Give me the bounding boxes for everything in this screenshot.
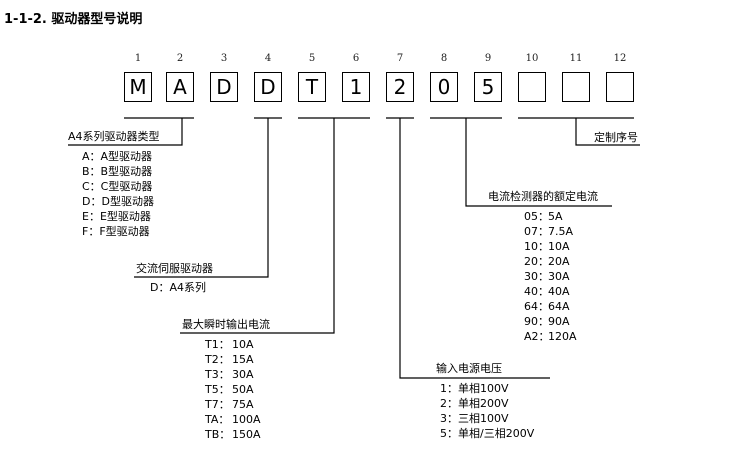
peak-current-code: TB： <box>205 428 231 441</box>
detector-code: 40： <box>524 285 549 298</box>
position-number: 2 <box>176 53 184 64</box>
code-box: 0 <box>430 72 458 102</box>
voltage-item: 5：单相/三相200V <box>440 427 535 440</box>
peak-current-value: 75A <box>232 398 254 411</box>
voltage-item: 1：单相100V <box>440 382 509 395</box>
peak-current-value: 50A <box>232 383 254 396</box>
position-number: 5 <box>308 53 316 64</box>
detector-value: 30A <box>548 270 570 283</box>
detector-value: 120A <box>548 330 577 343</box>
voltage-item: 2：单相200V <box>440 397 509 410</box>
peak-current-value: 150A <box>232 428 261 441</box>
peak-current-title: 最大瞬时输出电流 <box>182 318 270 331</box>
servo-item: D：A4系列 <box>150 281 206 294</box>
position-number: 3 <box>220 53 228 64</box>
position-number: 1 <box>134 53 142 64</box>
custom-title: 定制序号 <box>594 131 638 144</box>
position-number: 7 <box>396 53 404 64</box>
detector-value: 40A <box>548 285 570 298</box>
code-box: T <box>298 72 326 102</box>
position-number: 11 <box>569 53 583 64</box>
detector-code: 90： <box>524 315 549 328</box>
detector-code: A2： <box>524 330 550 343</box>
peak-current-code: T2： <box>205 353 230 366</box>
detector-value: 90A <box>548 315 570 328</box>
detector-code: 07： <box>524 225 549 238</box>
series-type-item: D：D型驱动器 <box>82 195 154 208</box>
detector-value: 20A <box>548 255 570 268</box>
code-box: A <box>166 72 194 102</box>
servo-title: 交流伺服驱动器 <box>136 262 213 275</box>
detector-code: 64： <box>524 300 549 313</box>
peak-current-value: 10A <box>232 338 254 351</box>
position-number: 10 <box>525 53 539 64</box>
detector-code: 20： <box>524 255 549 268</box>
peak-current-code: T3： <box>205 368 230 381</box>
peak-current-code: TA： <box>205 413 230 426</box>
voltage-title: 输入电源电压 <box>436 362 502 375</box>
detector-value: 10A <box>548 240 570 253</box>
code-box: D <box>210 72 238 102</box>
peak-current-value: 100A <box>232 413 261 426</box>
position-number: 4 <box>264 53 272 64</box>
series-type-title: A4系列驱动器类型 <box>68 130 160 143</box>
code-box <box>606 72 634 102</box>
peak-current-code: T1： <box>205 338 230 351</box>
detector-code: 30： <box>524 270 549 283</box>
series-type-item: C：C型驱动器 <box>82 180 153 193</box>
code-box: D <box>254 72 282 102</box>
position-number: 8 <box>440 53 448 64</box>
code-box: 1 <box>342 72 370 102</box>
series-type-item: F：F型驱动器 <box>82 225 150 238</box>
peak-current-value: 15A <box>232 353 254 366</box>
code-box <box>518 72 546 102</box>
position-number: 9 <box>484 53 492 64</box>
peak-current-code: T5： <box>205 383 230 396</box>
code-box: 5 <box>474 72 502 102</box>
voltage-item: 3：三相100V <box>440 412 509 425</box>
position-number: 12 <box>613 53 627 64</box>
detector-value: 5A <box>548 210 563 223</box>
code-box: 2 <box>386 72 414 102</box>
position-number: 6 <box>352 53 360 64</box>
detector-code: 10： <box>524 240 549 253</box>
detector-value: 7.5A <box>548 225 574 238</box>
series-type-item: E：E型驱动器 <box>82 210 151 223</box>
detector-code: 05： <box>524 210 549 223</box>
series-type-item: B：B型驱动器 <box>82 165 153 178</box>
peak-current-code: T7： <box>205 398 230 411</box>
detector-value: 64A <box>548 300 570 313</box>
section-heading: 1-1-2. 驱动器型号说明 <box>4 12 143 27</box>
peak-current-value: 30A <box>232 368 254 381</box>
series-type-item: A：A型驱动器 <box>82 150 153 163</box>
code-box: M <box>124 72 152 102</box>
code-box <box>562 72 590 102</box>
detector-title: 电流检测器的额定电流 <box>488 190 598 203</box>
